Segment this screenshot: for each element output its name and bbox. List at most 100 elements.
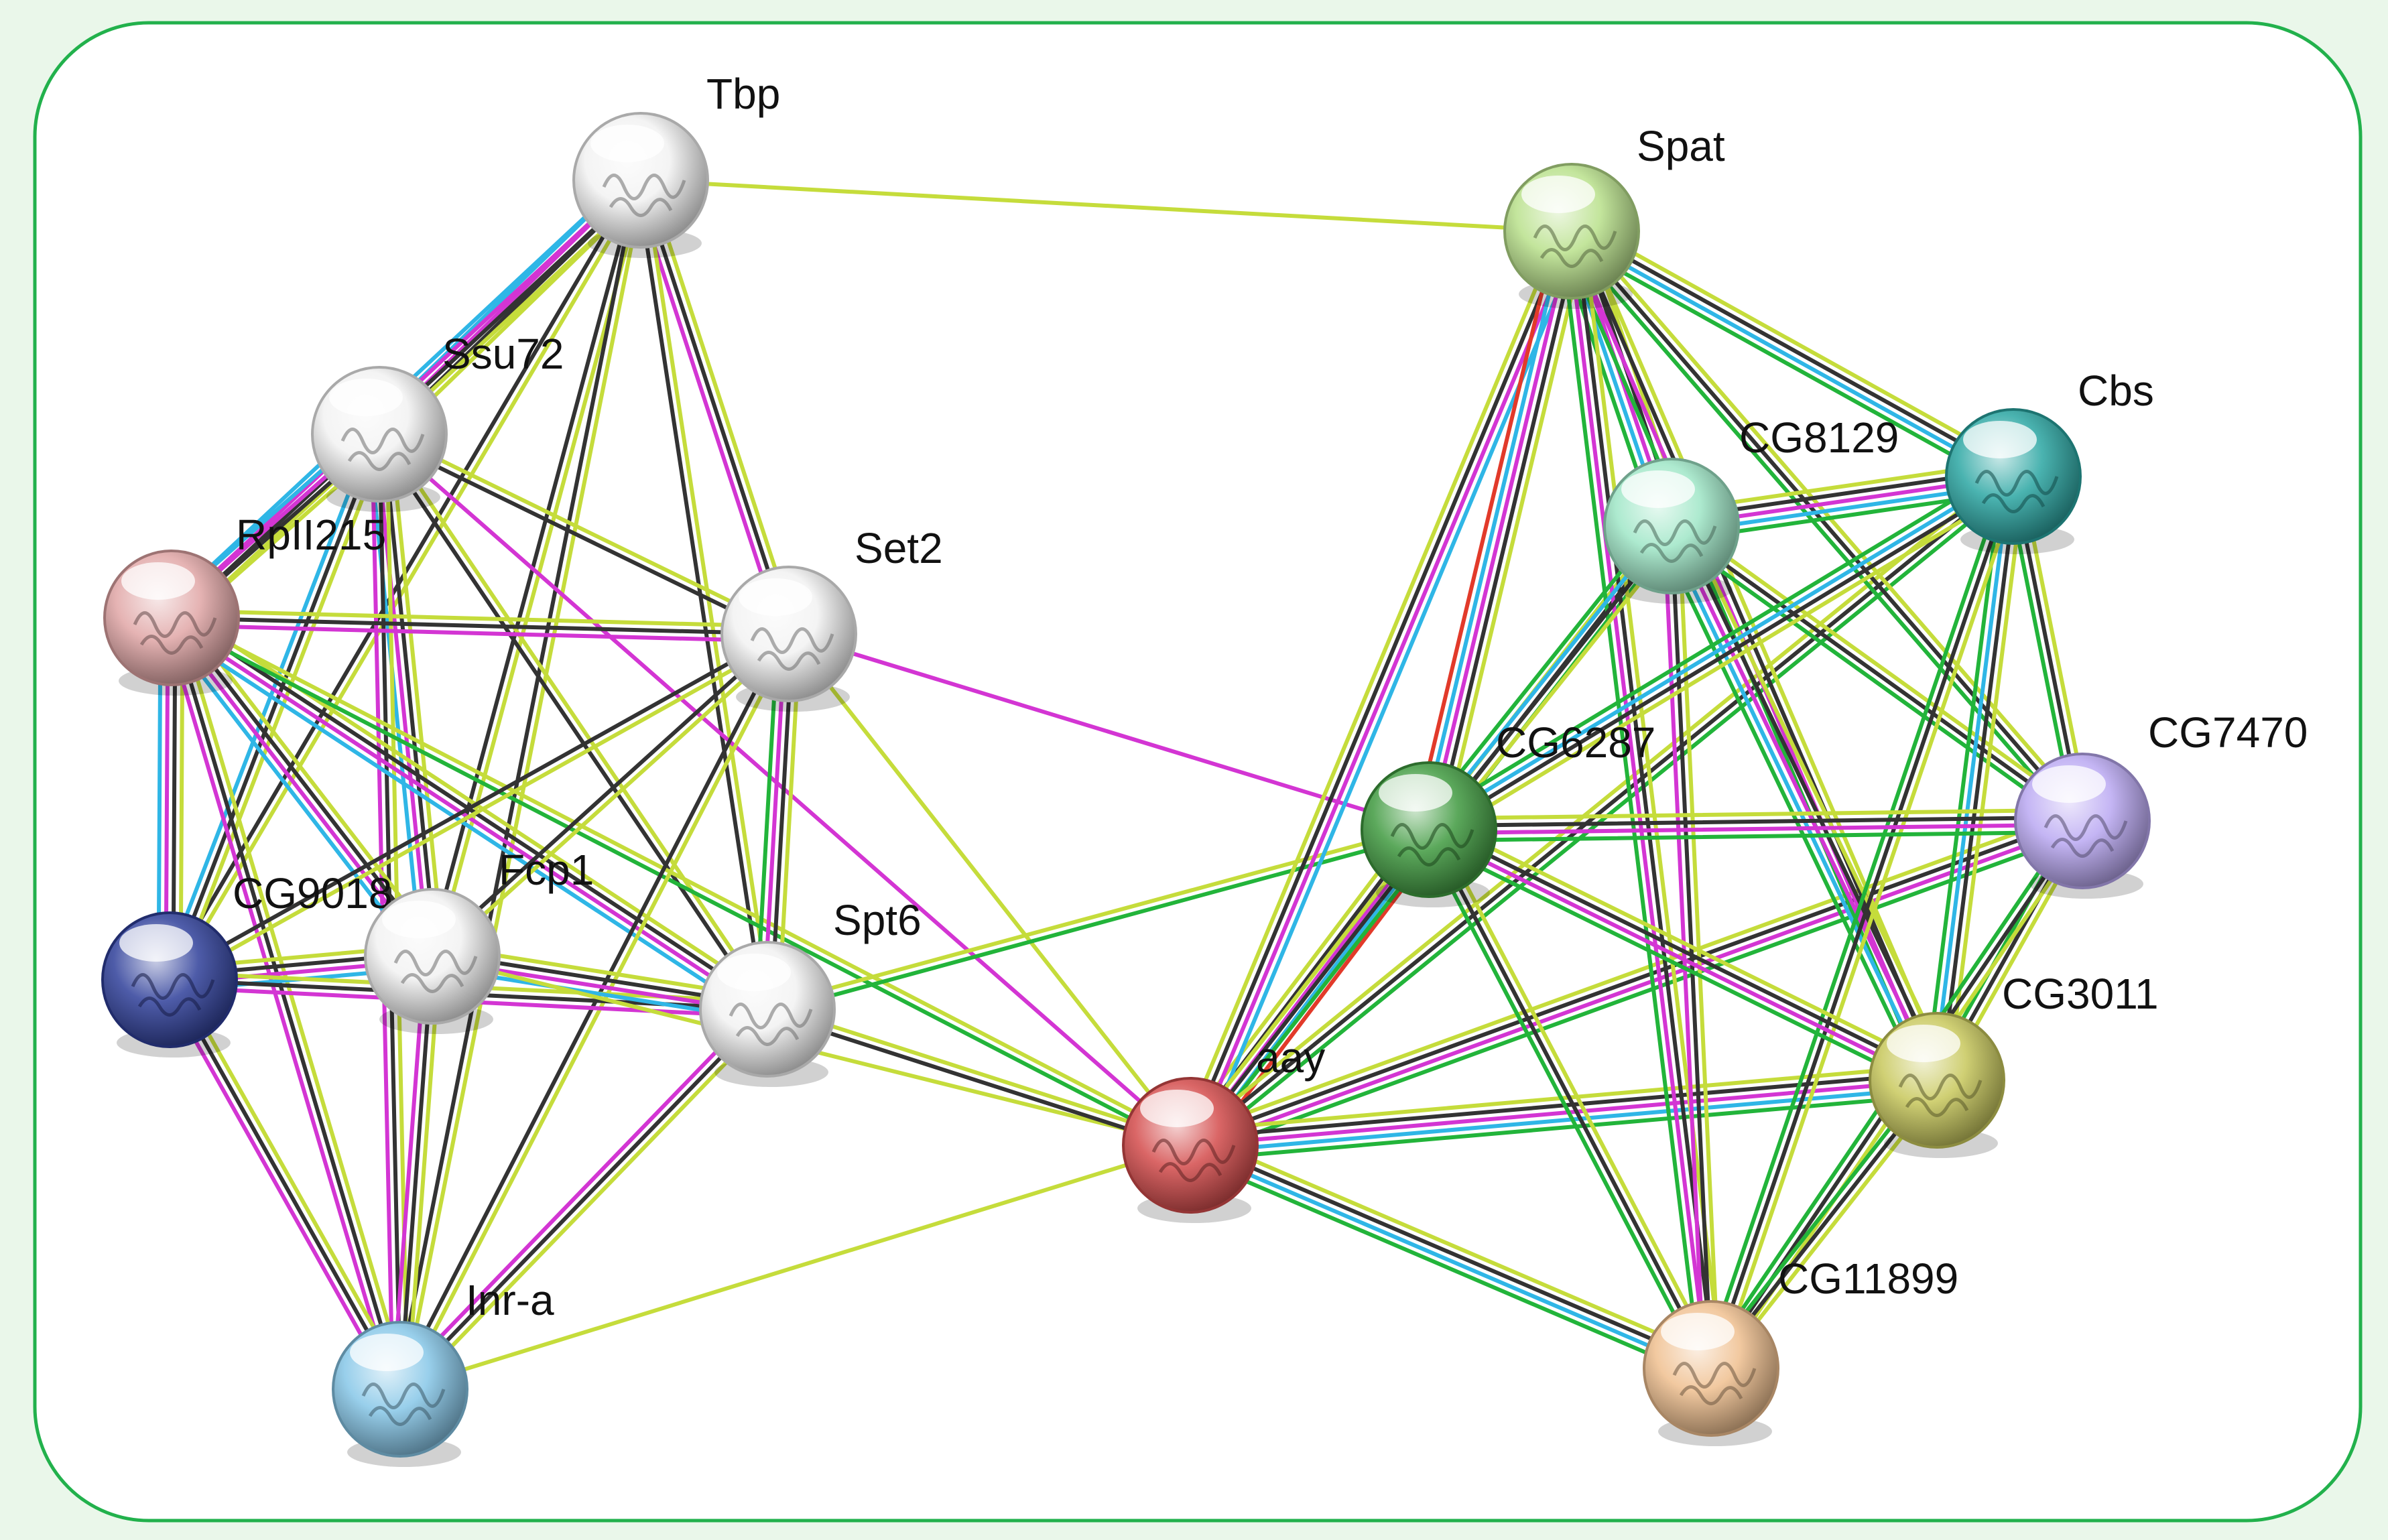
edge-line-textmining <box>1682 517 1952 1076</box>
edge-line-textmining <box>787 632 1192 1147</box>
edge-CG6287-CG11899 <box>1420 824 1720 1374</box>
node-CG11899[interactable]: CG11899 <box>1643 1255 1958 1446</box>
edge-aay-CG11899 <box>1184 1133 1718 1381</box>
node-Spat[interactable]: Spat <box>1503 122 1725 309</box>
edge-Cbs-CG3011 <box>1924 472 2027 1084</box>
edge-line-coexpression <box>1434 231 1581 834</box>
edge-line-coexpression <box>168 978 402 1391</box>
edge-Fcp1-Inr-a <box>391 954 442 1392</box>
edge-Spt6-aay <box>764 1003 1194 1151</box>
edge-line-neighborhood <box>1184 1153 1709 1381</box>
edge-Cbs-CG6287 <box>1421 464 2021 842</box>
edge-line-experiments <box>1192 231 1578 1149</box>
node-highlight <box>1887 1025 1960 1062</box>
edge-line-database <box>160 623 426 966</box>
edge-line-coexpression <box>1190 1139 1715 1367</box>
edge-line-coexpression <box>1938 474 2019 1083</box>
edge-RpII215-aay <box>168 613 1194 1151</box>
node-Inr-a[interactable]: Inr-a <box>332 1276 554 1467</box>
node-label: CG3011 <box>2002 970 2159 1018</box>
node-label: Ssu72 <box>442 330 564 378</box>
protein-structure-icon <box>133 611 217 655</box>
edge-line-coexpression <box>1571 226 2017 476</box>
edge-line-coexpression <box>1573 227 1943 1081</box>
node-highlight <box>1661 1313 1735 1350</box>
edge-line-textmining <box>388 431 446 958</box>
edge-line-coexpression <box>428 629 789 956</box>
edge-line-textmining <box>639 178 1574 233</box>
node-Ssu72[interactable]: Ssu72 <box>311 330 564 512</box>
edge-line-database <box>1188 1085 1940 1155</box>
protein-structure-icon <box>2044 814 2128 858</box>
edge-line-coexpression <box>1427 828 1713 1370</box>
edge-line-coexpression <box>1187 815 2084 1144</box>
edge-line-textmining <box>169 635 793 985</box>
node-label: aay <box>1256 1033 1325 1082</box>
edge-line-experiments <box>1189 822 2086 1151</box>
edge-line-experiments <box>1425 830 1938 1086</box>
edge-line-textmining <box>1674 518 2089 818</box>
edge-line-coexpression <box>1426 815 2084 828</box>
edge-line-textmining <box>170 608 792 629</box>
protein-structure-icon <box>1898 1074 1983 1117</box>
edge-line-database <box>1425 471 2014 829</box>
edge-line-neighborhood <box>1702 472 2009 1368</box>
protein-structure-icon <box>1672 1362 1757 1405</box>
edge-line-coexpression <box>166 629 790 979</box>
node-CG8129[interactable]: CG8129 <box>1603 413 1899 604</box>
edge-line-textmining <box>645 176 798 634</box>
edge-line-database <box>160 430 375 980</box>
node-Cbs[interactable]: Cbs <box>1945 367 2154 554</box>
edge-line-textmining <box>171 613 1194 1145</box>
node-aay[interactable]: aay <box>1122 1033 1325 1223</box>
edge-line-textmining <box>405 954 442 1392</box>
edge-line-textmining <box>1946 476 2027 1084</box>
node-Fcp1[interactable]: Fcp1 <box>364 846 594 1034</box>
edge-line-textmining <box>1192 1133 1718 1360</box>
node-highlight <box>121 562 195 600</box>
edge-line-experiments <box>162 618 395 1394</box>
edge-line-database <box>366 433 424 960</box>
edge-Set2-Fcp1 <box>428 629 794 962</box>
edge-Tbp-Set2 <box>631 176 798 639</box>
node-Spt6[interactable]: Spt6 <box>699 896 922 1087</box>
node-highlight <box>590 125 664 162</box>
node-highlight <box>329 379 403 416</box>
edge-line-textmining <box>174 434 389 984</box>
protein-structure-icon <box>1533 224 1617 268</box>
edge-line-database <box>163 625 763 1021</box>
edge-line-textmining <box>1676 523 1720 1370</box>
edge-line-textmining <box>379 429 793 633</box>
edge-Inr-a-aay <box>398 1143 1192 1391</box>
node-Tbp[interactable]: Tbp <box>572 70 780 258</box>
edge-line-textmining <box>403 1012 775 1397</box>
edge-line-neighborhood <box>168 619 1191 1151</box>
node-CG3011[interactable]: CG3011 <box>1869 970 2159 1158</box>
protein-structure-icon <box>1974 470 2059 513</box>
edge-line-database <box>1420 227 1567 830</box>
edge-Ssu72-Set2 <box>375 429 793 639</box>
edge-line-experiments <box>161 981 396 1395</box>
edge-line-experiments <box>391 954 428 1391</box>
edge-line-coexpression <box>381 432 438 958</box>
edge-line-experiments <box>166 618 432 961</box>
edge-line-coexpression <box>764 1011 1192 1151</box>
edge-line-textmining <box>174 974 409 1388</box>
edge-aay-CG7470 <box>1184 808 2088 1158</box>
edge-line-database <box>1663 527 1933 1086</box>
edge-line-coexpression <box>1676 521 1946 1080</box>
edge-line-textmining <box>1184 468 2011 1142</box>
edge-line-coexpression <box>394 177 639 1391</box>
node-Set2[interactable]: Set2 <box>720 524 943 712</box>
edge-line-coexpression <box>639 178 791 636</box>
node-CG7470[interactable]: CG7470 <box>2014 708 2308 899</box>
node-highlight <box>350 1334 424 1371</box>
edge-Ssu72-CG9018 <box>160 430 389 984</box>
node-CG6287[interactable]: CG6287 <box>1361 718 1655 907</box>
node-CG9018[interactable]: CG9018 <box>101 869 392 1057</box>
protein-structure-icon <box>131 973 215 1017</box>
edge-line-textmining <box>1433 824 1720 1367</box>
node-RpII215[interactable]: RpII215 <box>103 511 386 696</box>
edge-line-textmining <box>1426 808 2084 821</box>
